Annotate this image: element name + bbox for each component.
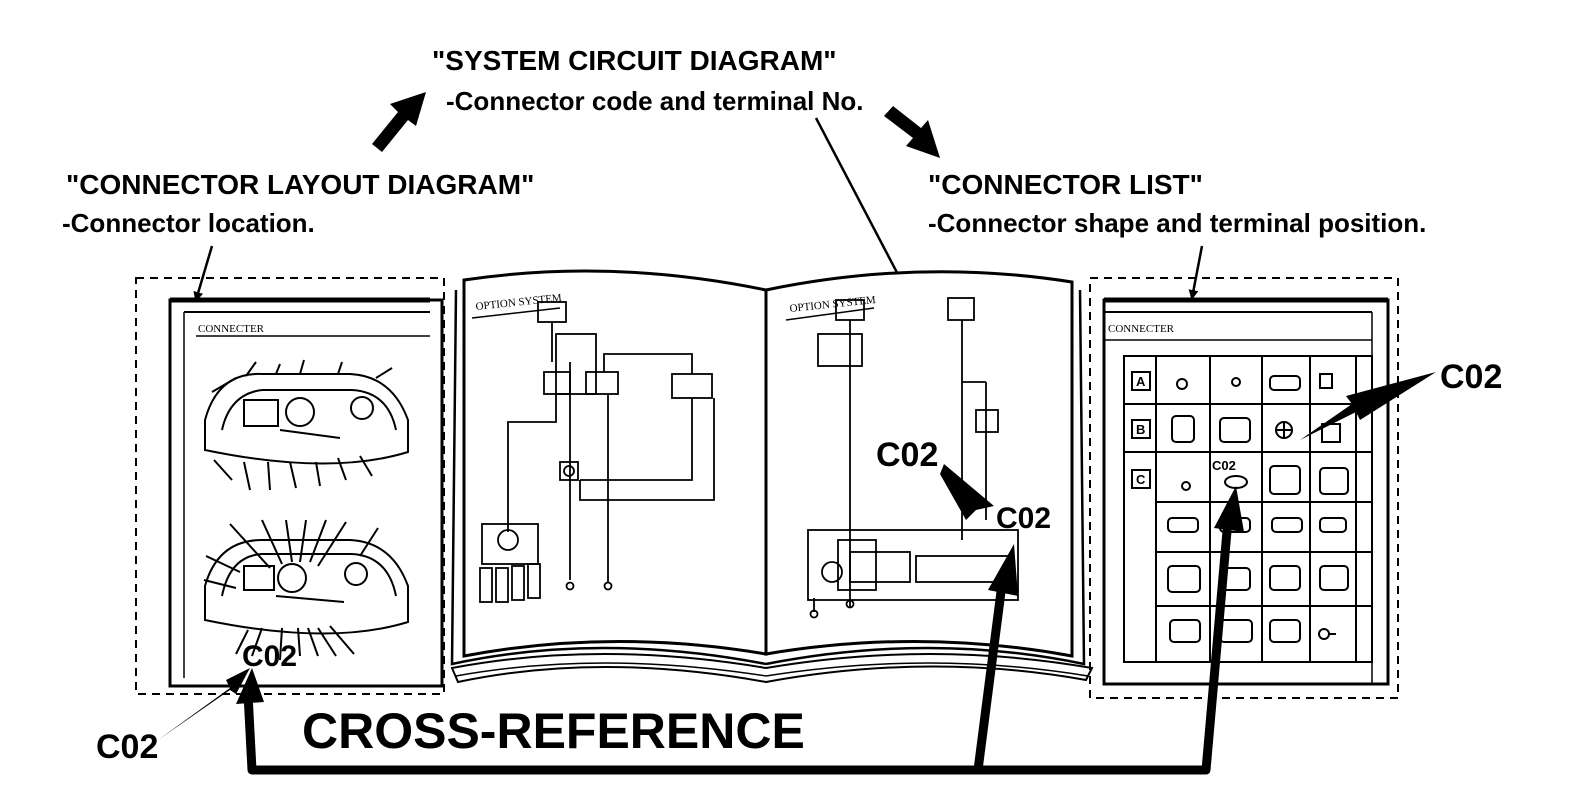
list-pointer-arrow — [884, 106, 940, 158]
layout-diagram-title: "CONNECTOR LAYOUT DIAGRAM" — [66, 169, 534, 200]
connector-grid — [1123, 355, 1373, 663]
circuit-arrowhead — [988, 544, 1018, 596]
list-callout-code: C02 — [1440, 358, 1502, 396]
layout-connector-code: C02 — [242, 640, 297, 673]
vehicle-sketch-upper — [204, 359, 409, 491]
connector-list-subtitle: -Connector shape and terminal position. — [928, 208, 1426, 238]
list-arrowhead — [1214, 486, 1244, 532]
row-label-b: B — [1136, 422, 1145, 437]
list-callout-arrow — [1300, 372, 1436, 440]
list-page: CONNECTER A B C — [1089, 277, 1399, 699]
circuit-diagram-title: "SYSTEM CIRCUIT DIAGRAM" — [432, 45, 837, 76]
circuit-pointer-arrow — [372, 92, 426, 152]
layout-page-header: CONNECTER — [198, 323, 265, 335]
vehicle-sketch-lower — [203, 519, 409, 661]
circuit-connector-code: C02 — [996, 502, 1051, 535]
circuit-callout-arrow — [940, 464, 994, 520]
cross-reference-arrows — [243, 519, 1233, 775]
layout-callout-code: C02 — [96, 728, 158, 766]
circuit-callout-code: C02 — [876, 436, 938, 474]
connector-list-title: "CONNECTOR LIST" — [928, 169, 1203, 200]
layout-arrowhead — [236, 668, 264, 704]
list-position-arrow — [1188, 245, 1204, 300]
circuit-diagram-subtitle: -Connector code and terminal No. — [446, 86, 864, 116]
row-label-a: A — [1136, 374, 1146, 389]
cross-reference-label: CROSS-REFERENCE — [302, 703, 805, 759]
layout-page: CONNECTER C02 — [135, 277, 445, 695]
circuit-book: OPTION SYSTEM OPTION SYSTEM — [450, 269, 1094, 684]
layout-location-arrow — [193, 245, 214, 302]
layout-callout-arrow — [158, 668, 250, 740]
layout-diagram-subtitle: -Connector location. — [62, 208, 315, 238]
list-page-header: CONNECTER — [1108, 323, 1175, 335]
list-cell-connector-code: C02 — [1212, 458, 1236, 473]
left-page-circuit — [479, 301, 715, 603]
row-label-c: C — [1136, 472, 1146, 487]
